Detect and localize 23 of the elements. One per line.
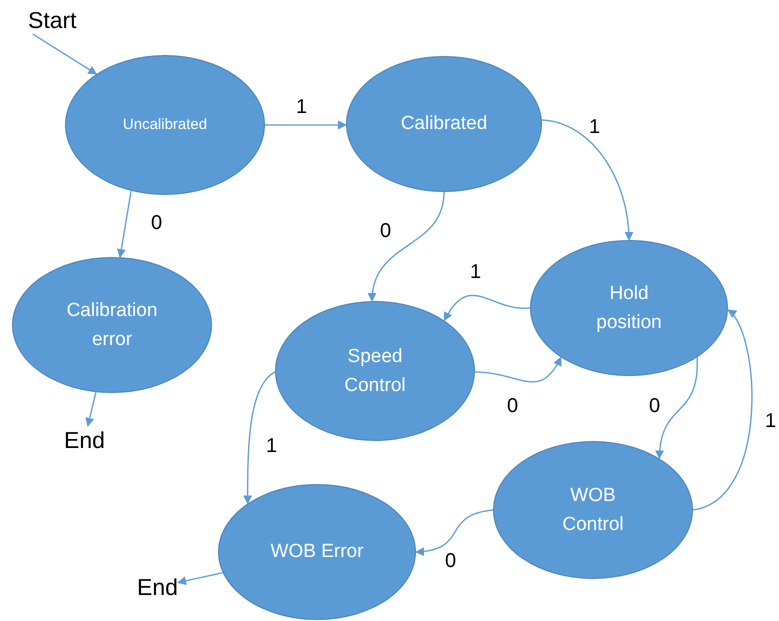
transition-arrow	[444, 294, 530, 322]
terminal-label: End	[137, 573, 178, 601]
state-label: WOB Control	[561, 484, 625, 537]
transition-arrow	[265, 120, 347, 130]
state-label: Uncalibrated	[122, 115, 208, 136]
state-label: Calibrated	[400, 112, 488, 136]
transition-arrow	[542, 119, 634, 241]
transition-arrow	[243, 371, 276, 504]
transition-arrow	[85, 392, 97, 427]
transition-arrow	[474, 356, 562, 382]
terminal-label: Start	[28, 6, 77, 34]
state-label: Hold position	[595, 282, 663, 335]
transition-arrow	[415, 509, 494, 556]
transition-arrow	[655, 357, 698, 460]
transition-arrow	[116, 190, 132, 258]
transition-arrow	[368, 192, 445, 302]
transition-arrow	[177, 572, 223, 586]
state-label: Speed Control	[343, 344, 407, 398]
state-label: WOB Error	[270, 540, 364, 564]
transition-arrow	[32, 33, 98, 75]
terminal-label: End	[64, 426, 105, 454]
state-label: Calibration error	[66, 298, 158, 352]
transition-arrow	[692, 309, 752, 511]
